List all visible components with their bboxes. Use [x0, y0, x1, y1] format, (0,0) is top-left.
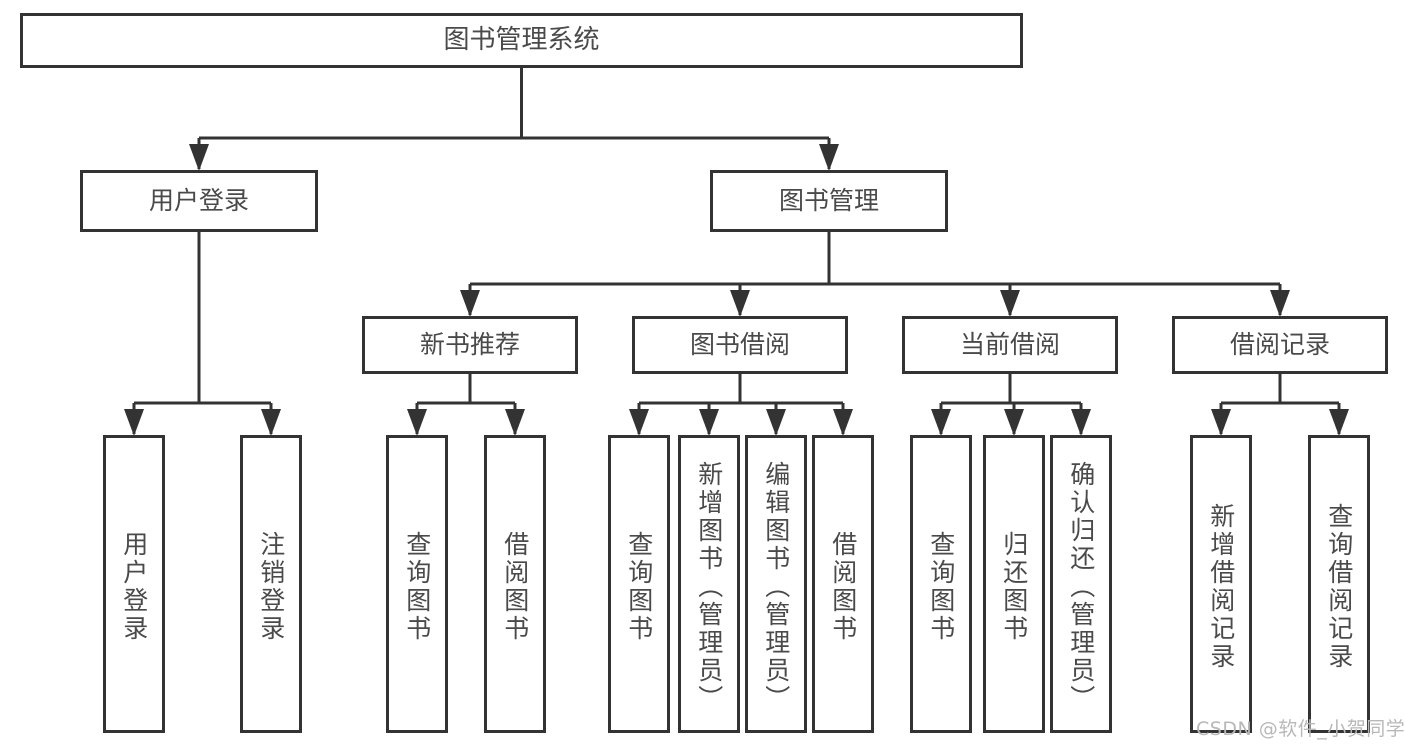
- edge-arrowhead: [189, 144, 209, 171]
- node-leaf_query_book_3: 查询图书: [910, 435, 972, 733]
- edge-arrowhead: [833, 409, 853, 436]
- node-leaf_add_book: 新增图书（管理员）: [678, 435, 740, 733]
- edge-arrowhead: [1000, 290, 1020, 317]
- node-label: 注销登录: [256, 531, 286, 643]
- node-label: 查询借阅记录: [1324, 503, 1354, 671]
- node-leaf_borrow_book_2: 借阅图书: [812, 435, 874, 733]
- node-label: 图书管理系统: [443, 25, 600, 56]
- node-leaf_query_book_2: 查询图书: [608, 435, 670, 733]
- node-label: 确认归还（管理员）: [1066, 461, 1096, 713]
- node-current_borrow: 当前借阅: [902, 316, 1118, 374]
- node-book_manage: 图书管理: [710, 170, 948, 232]
- node-book_borrow: 图书借阅: [632, 316, 848, 374]
- edge-arrowhead: [505, 409, 525, 436]
- node-root: 图书管理系统: [20, 13, 1023, 68]
- edge-arrowhead: [629, 409, 649, 436]
- node-label: 图书借阅: [689, 330, 790, 360]
- node-label: 用户登录: [148, 186, 249, 216]
- node-leaf_add_record: 新增借阅记录: [1190, 435, 1252, 733]
- edge-arrowhead: [819, 144, 839, 171]
- node-label: 新增借阅记录: [1206, 503, 1236, 671]
- edge-arrowhead: [699, 409, 719, 436]
- edge-arrowhead: [730, 290, 750, 317]
- node-label: 借阅图书: [828, 531, 858, 643]
- node-leaf_return_book: 归还图书: [983, 435, 1045, 733]
- edge-arrowhead: [931, 409, 951, 436]
- edge-arrowhead: [124, 409, 144, 436]
- node-leaf_user_logout: 注销登录: [240, 435, 302, 733]
- node-leaf_confirm_return: 确认归还（管理员）: [1050, 435, 1112, 733]
- node-borrow_record: 借阅记录: [1172, 316, 1388, 374]
- node-label: 借阅记录: [1229, 330, 1330, 360]
- node-label: 查询图书: [402, 531, 432, 643]
- node-user_login: 用户登录: [80, 170, 318, 232]
- edge-arrowhead: [1211, 409, 1231, 436]
- edge-arrowhead: [407, 409, 427, 436]
- node-leaf_edit_book: 编辑图书（管理员）: [745, 435, 807, 733]
- node-label: 编辑图书（管理员）: [761, 461, 791, 713]
- node-leaf_borrow_book_1: 借阅图书: [484, 435, 546, 733]
- node-label: 查询图书: [624, 531, 654, 643]
- edge-arrowhead: [1004, 409, 1024, 436]
- node-new_book_rec: 新书推荐: [362, 316, 578, 374]
- node-label: 归还图书: [999, 531, 1029, 643]
- node-leaf_query_record: 查询借阅记录: [1308, 435, 1370, 733]
- node-label: 新增图书（管理员）: [694, 461, 724, 713]
- node-label: 查询图书: [926, 531, 956, 643]
- edge-arrowhead: [1071, 409, 1091, 436]
- edge-arrowhead: [261, 409, 281, 436]
- edge-arrowhead: [460, 290, 480, 317]
- node-leaf_query_book_1: 查询图书: [386, 435, 448, 733]
- edge-arrowhead: [1329, 409, 1349, 436]
- node-label: 用户登录: [119, 531, 149, 643]
- node-label: 当前借阅: [959, 330, 1060, 360]
- watermark-text: CSDN @软件_小贺同学: [1196, 718, 1405, 740]
- node-leaf_user_login: 用户登录: [103, 435, 165, 733]
- node-label: 图书管理: [778, 186, 879, 216]
- edge-arrowhead: [766, 409, 786, 436]
- node-label: 新书推荐: [419, 330, 520, 360]
- node-label: 借阅图书: [500, 531, 530, 643]
- edge-arrowhead: [1270, 290, 1290, 317]
